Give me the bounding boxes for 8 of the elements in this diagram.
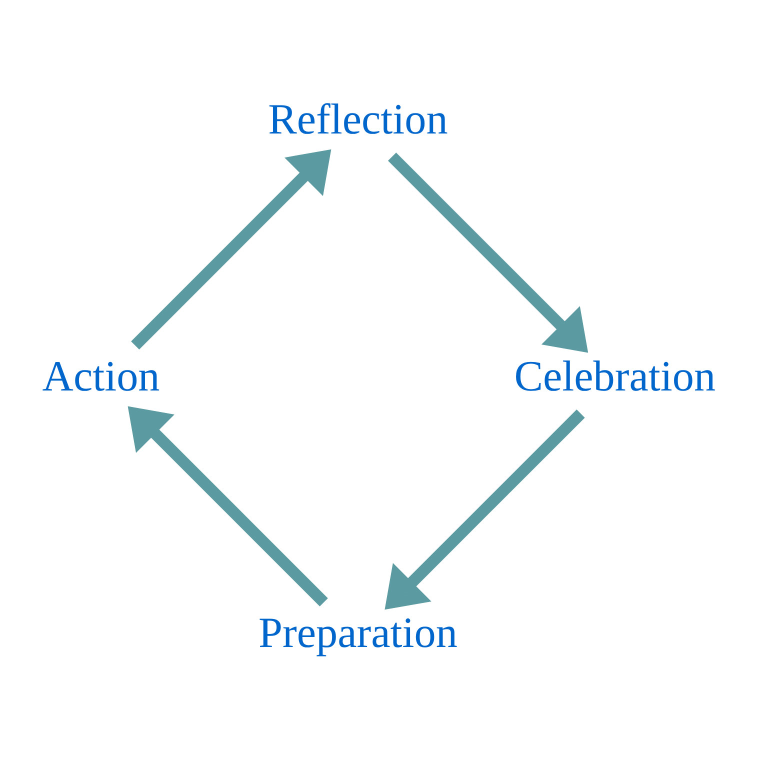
- arrow: [131, 148, 332, 349]
- node-text: Preparation: [258, 610, 458, 657]
- node-text: Action: [42, 352, 160, 400]
- arrow: [388, 152, 588, 352]
- node-text: Celebration: [514, 352, 716, 400]
- node-text: Reflection: [268, 96, 448, 143]
- arrow: [384, 409, 585, 610]
- arrow: [128, 406, 328, 606]
